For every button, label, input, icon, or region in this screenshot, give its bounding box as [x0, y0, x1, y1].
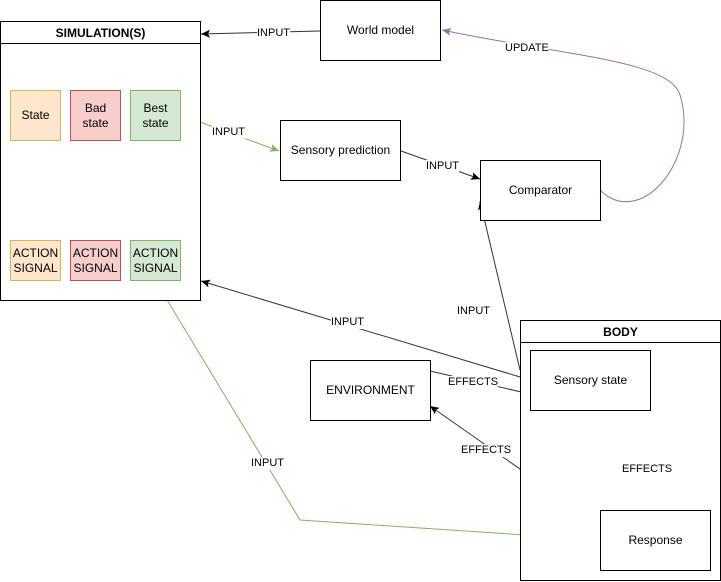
label-world-to-sim: INPUT: [257, 27, 290, 40]
edge-action-to-response: [154, 279, 601, 544]
action-signal-2[interactable]: ACTION SIGNAL: [70, 240, 121, 281]
label-sensory-to-sim: INPUT: [331, 316, 364, 329]
edge-sensory-to-simulation: [200, 279, 531, 381]
label-env-to-sensory: EFFECTS: [448, 376, 499, 389]
response-node[interactable]: Response: [600, 510, 711, 571]
environment-node[interactable]: ENVIRONMENT: [310, 360, 431, 421]
state-node[interactable]: State: [10, 90, 61, 141]
body-title: BODY: [521, 321, 720, 343]
best-state-node[interactable]: Best state: [130, 90, 181, 141]
sensory-prediction-node[interactable]: Sensory prediction: [280, 120, 401, 181]
label-prediction-to-comparator: INPUT: [426, 160, 459, 173]
label-response-to-env: EFFECTS: [461, 444, 512, 457]
edge-sensory-to-comparator: [478, 200, 521, 371]
world-model-node[interactable]: World model: [320, 0, 441, 61]
action-signal-1[interactable]: ACTION SIGNAL: [10, 240, 61, 281]
label-action-to-response: INPUT: [251, 457, 284, 470]
label-response-to-sensory: EFFECTS: [622, 463, 673, 476]
sensory-state-node[interactable]: Sensory state: [530, 350, 651, 411]
bad-state-node[interactable]: Bad state: [70, 90, 121, 141]
simulation-title: SIMULATION(S): [1, 22, 200, 44]
label-sensory-to-comparator: INPUT: [457, 305, 490, 318]
label-update: UPDATE: [505, 42, 549, 55]
comparator-node[interactable]: Comparator: [480, 160, 601, 221]
action-signal-3[interactable]: ACTION SIGNAL: [130, 240, 181, 281]
label-best-to-prediction: INPUT: [212, 126, 245, 139]
